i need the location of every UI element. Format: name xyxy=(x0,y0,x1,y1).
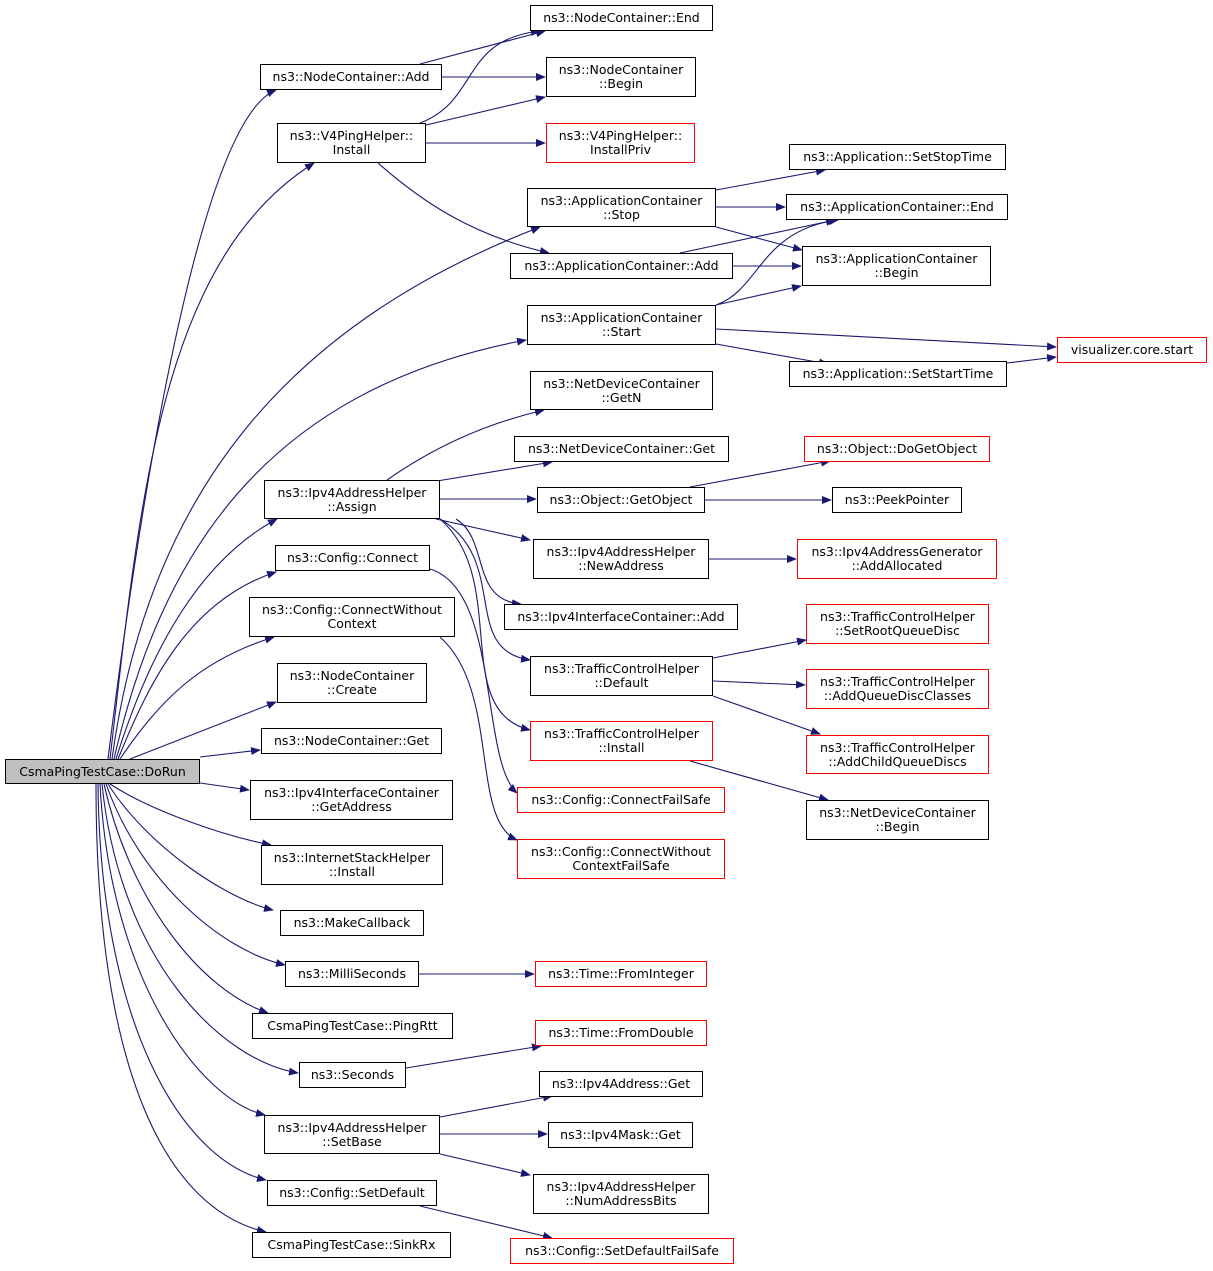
edge-ac-start-to-ac-end xyxy=(715,217,839,306)
node-app-setstoptime[interactable]: ns3::Application::SetStopTime xyxy=(789,144,1006,170)
node-ipv4addr-get[interactable]: ns3::Ipv4Address::Get xyxy=(539,1071,703,1097)
edge-root-to-ac-stop xyxy=(111,226,541,760)
edge-root-to-makecallback xyxy=(107,783,274,912)
node-cfg-connect[interactable]: ns3::Config::Connect xyxy=(275,545,430,571)
edge-root-to-ipv4ah-assign xyxy=(115,518,278,760)
node-tch-install[interactable]: ns3::TrafficControlHelper ::Install xyxy=(530,721,713,761)
node-ac-start[interactable]: ns3::ApplicationContainer ::Start xyxy=(527,305,716,345)
edge-root-to-nc-create xyxy=(129,701,277,760)
edge-root-to-milliseconds xyxy=(105,783,286,967)
node-ac-stop[interactable]: ns3::ApplicationContainer ::Stop xyxy=(527,188,716,227)
edge-root-to-v4ping-install xyxy=(109,162,315,760)
edge-v4ping-install-to-nc-end xyxy=(419,28,541,124)
edge-root-to-nc-add xyxy=(107,89,277,760)
node-makecallback[interactable]: ns3::MakeCallback xyxy=(280,910,424,936)
edge-root-to-nc-get xyxy=(199,747,261,758)
node-time-frominteger[interactable]: ns3::Time::FromInteger xyxy=(535,961,707,987)
edge-ipv4ah-assign-to-ipv4ic-add xyxy=(455,518,522,608)
edge-tch-default-to-tch-addqueuediscclasses xyxy=(712,680,806,689)
edge-ipv4ah-setbase-to-ipv4ah-numaddressbits xyxy=(439,1153,531,1177)
node-ipv4ah-assign[interactable]: ns3::Ipv4AddressHelper ::Assign xyxy=(264,480,440,519)
node-v4ping-install[interactable]: ns3::V4PingHelper:: Install xyxy=(277,123,426,163)
edge-cfg-connectwithoutcontext-to-cfg-connectwithoutcontextfailsafe xyxy=(439,636,518,841)
node-ipv4ah-newaddress[interactable]: ns3::Ipv4AddressHelper ::NewAddress xyxy=(533,539,709,579)
node-cfg-setdefaultfailsafe[interactable]: ns3::Config::SetDefaultFailSafe xyxy=(510,1238,734,1264)
edge-root-to-ipv4ic-getaddress xyxy=(199,782,250,793)
node-tch-default[interactable]: ns3::TrafficControlHelper ::Default xyxy=(530,656,713,696)
edge-app-setstarttime-to-viz-start xyxy=(1006,354,1057,364)
edge-root-to-pingrtt xyxy=(103,783,269,1014)
edge-ipv4ah-assign-to-tch-install xyxy=(439,518,531,732)
node-tch-addqueuediscclasses[interactable]: ns3::TrafficControlHelper ::AddQueueDisc… xyxy=(806,669,989,709)
node-viz-start[interactable]: visualizer.core.start xyxy=(1057,337,1207,363)
node-nc-add[interactable]: ns3::NodeContainer::Add xyxy=(260,64,442,90)
edge-obj-getobject-to-obj-dogetobject xyxy=(689,458,831,488)
node-ipv4ag-addallocated[interactable]: ns3::Ipv4AddressGenerator ::AddAllocated xyxy=(797,539,997,579)
node-cfg-setdefault[interactable]: ns3::Config::SetDefault xyxy=(267,1180,437,1206)
node-app-setstarttime[interactable]: ns3::Application::SetStartTime xyxy=(789,361,1007,387)
node-ndc-getn[interactable]: ns3::NetDeviceContainer ::GetN xyxy=(530,371,713,410)
edge-root-to-ipv4ah-setbase xyxy=(99,783,266,1117)
node-ac-begin[interactable]: ns3::ApplicationContainer ::Begin xyxy=(802,246,991,286)
node-sinkrx[interactable]: CsmaPingTestCase::SinkRx xyxy=(252,1232,451,1258)
node-nc-get[interactable]: ns3::NodeContainer::Get xyxy=(261,728,442,754)
node-ipv4ic-add[interactable]: ns3::Ipv4InterfaceContainer::Add xyxy=(504,604,738,630)
edge-ipv4ah-setbase-to-ipv4addr-get xyxy=(439,1093,553,1118)
edge-root-to-cfg-connectwithoutcontext xyxy=(119,635,275,760)
edge-nc-add-to-nc-end xyxy=(419,29,546,65)
edge-root-to-cfg-setdefault xyxy=(97,783,267,1182)
node-ac-add[interactable]: ns3::ApplicationContainer::Add xyxy=(510,253,733,279)
edge-ac-start-to-ac-begin xyxy=(715,284,802,306)
node-cfg-connectwithoutcontextfailsafe[interactable]: ns3::Config::ConnectWithout ContextFailS… xyxy=(517,839,725,879)
node-ndc-get[interactable]: ns3::NetDeviceContainer::Get xyxy=(514,436,729,462)
edge-ac-start-to-viz-start xyxy=(715,328,1057,351)
node-ish-install[interactable]: ns3::InternetStackHelper ::Install xyxy=(261,845,443,885)
edge-cfg-setdefault-to-cfg-setdefaultfailsafe xyxy=(419,1205,553,1240)
node-tch-setrootqueuedisc[interactable]: ns3::TrafficControlHelper ::SetRootQueue… xyxy=(806,604,989,644)
edge-ac-stop-to-app-setstoptime xyxy=(715,167,826,191)
node-milliseconds[interactable]: ns3::MilliSeconds xyxy=(285,961,419,987)
edge-tch-default-to-tch-setrootqueuedisc xyxy=(712,637,807,659)
node-obj-getobject[interactable]: ns3::Object::GetObject xyxy=(537,487,705,513)
node-nc-end[interactable]: ns3::NodeContainer::End xyxy=(530,5,713,31)
node-time-fromdouble[interactable]: ns3::Time::FromDouble xyxy=(535,1020,707,1046)
edge-ipv4ah-assign-to-ndc-get xyxy=(424,459,553,484)
edge-ipv4ah-assign-to-tch-default xyxy=(439,518,531,663)
node-ac-end[interactable]: ns3::ApplicationContainer::End xyxy=(786,194,1008,220)
edge-ac-add-to-ac-end xyxy=(679,217,836,254)
edge-tch-install-to-ndc-begin xyxy=(689,760,829,802)
edge-seconds-to-time-fromdouble xyxy=(405,1043,542,1069)
edge-root-to-ac-start xyxy=(113,337,527,760)
node-obj-dogetobject[interactable]: ns3::Object::DoGetObject xyxy=(804,436,990,462)
node-seconds[interactable]: ns3::Seconds xyxy=(299,1062,406,1088)
edge-v4ping-install-to-nc-begin xyxy=(425,95,546,126)
node-root[interactable]: CsmaPingTestCase::DoRun xyxy=(5,759,200,784)
node-v4ping-installpriv[interactable]: ns3::V4PingHelper:: InstallPriv xyxy=(546,123,695,163)
node-ipv4mask-get[interactable]: ns3::Ipv4Mask::Get xyxy=(548,1122,693,1148)
edge-v4ping-install-to-ac-add xyxy=(377,162,550,255)
edge-root-to-cfg-connect xyxy=(117,570,277,760)
edge-ipv4ah-assign-to-ipv4ah-newaddress xyxy=(435,518,531,542)
node-ndc-begin[interactable]: ns3::NetDeviceContainer ::Begin xyxy=(806,800,989,840)
edge-tch-default-to-tch-addchildqueuediscs xyxy=(712,695,821,735)
node-pingrtt[interactable]: CsmaPingTestCase::PingRtt xyxy=(252,1013,453,1039)
node-tch-addchildqueuediscs[interactable]: ns3::TrafficControlHelper ::AddChildQueu… xyxy=(806,735,989,774)
node-ipv4ah-numaddressbits[interactable]: ns3::Ipv4AddressHelper ::NumAddressBits xyxy=(533,1174,709,1214)
node-cfg-connectfailsafe[interactable]: ns3::Config::ConnectFailSafe xyxy=(517,787,725,813)
edge-cfg-connect-to-cfg-connectfailsafe xyxy=(429,568,518,794)
node-peekpointer[interactable]: ns3::PeekPointer xyxy=(832,487,962,513)
edge-root-to-sinkrx xyxy=(95,783,267,1234)
node-ipv4ic-getaddress[interactable]: ns3::Ipv4InterfaceContainer ::GetAddress xyxy=(250,780,453,820)
node-ipv4ah-setbase[interactable]: ns3::Ipv4AddressHelper ::SetBase xyxy=(264,1115,440,1154)
node-nc-begin[interactable]: ns3::NodeContainer ::Begin xyxy=(546,57,696,97)
edge-root-to-seconds xyxy=(101,783,299,1076)
edge-root-to-ish-install xyxy=(109,783,272,848)
edge-ac-start-to-app-setstarttime xyxy=(715,343,829,367)
edge-ac-stop-to-ac-begin xyxy=(715,226,803,252)
node-nc-create[interactable]: ns3::NodeContainer ::Create xyxy=(277,663,427,703)
edge-ipv4ah-assign-to-ndc-getn xyxy=(386,408,545,481)
node-cfg-connectwithoutcontext[interactable]: ns3::Config::ConnectWithout Context xyxy=(249,597,455,637)
